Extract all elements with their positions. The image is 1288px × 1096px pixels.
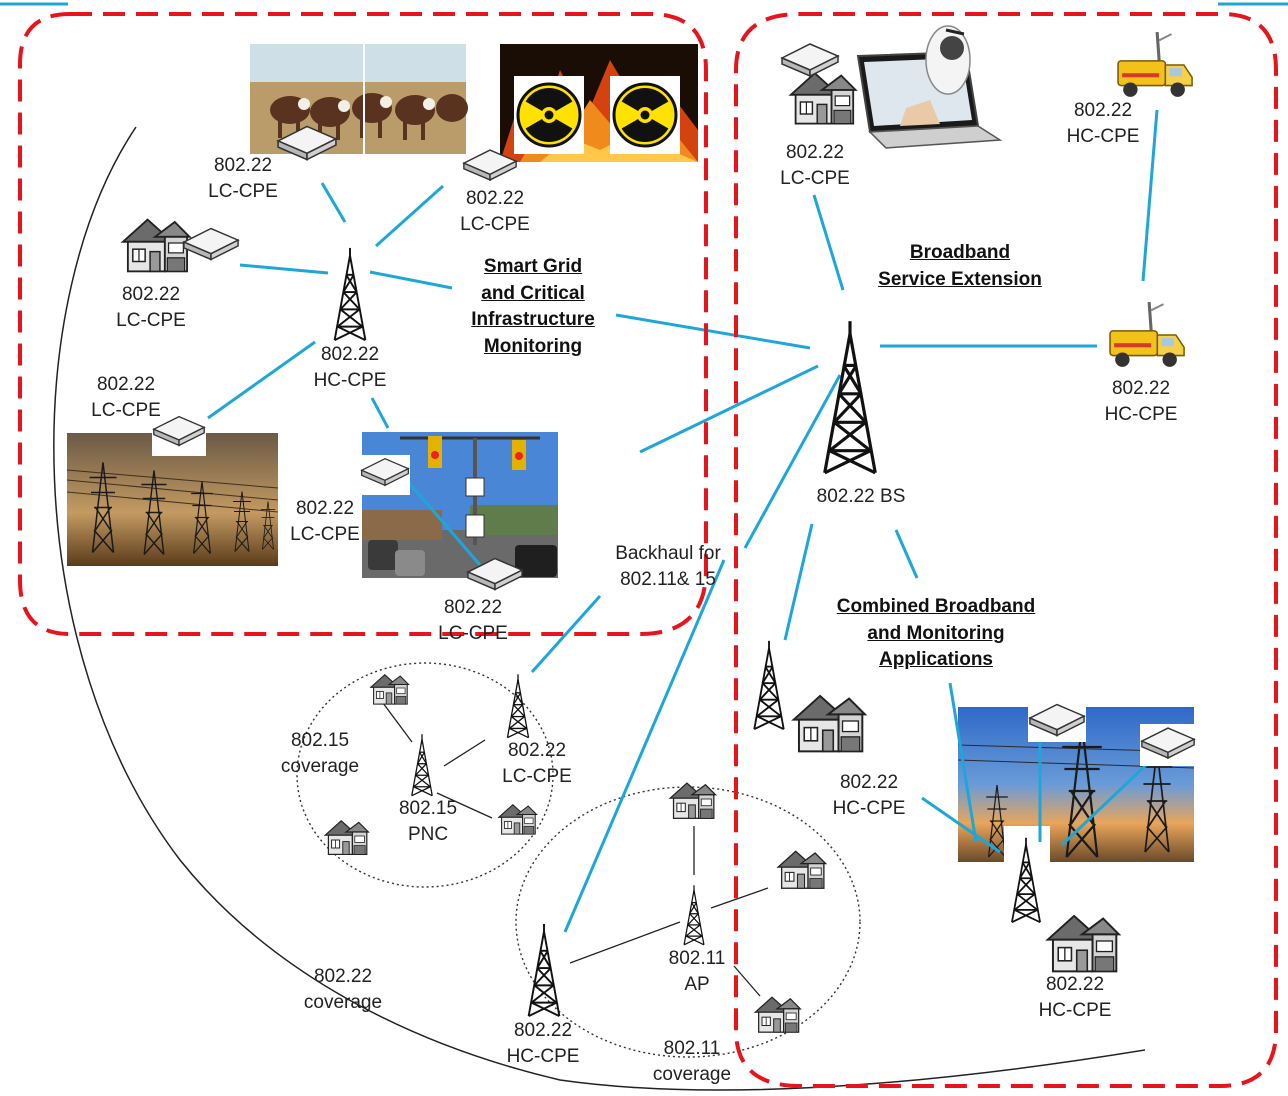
lc-cpe-pnc-label: 802.22 LC-CPE [502,740,572,787]
fire-cpe-label: 802.22 LC-CPE [460,188,530,235]
hc-cpe-tower-icon [753,639,785,731]
bottom-right-hc-cpe-label: 802.22 HC-CPE [1038,974,1112,1021]
cpe-modem-icon [183,227,239,261]
coverage-22-label: 802.22 coverage [303,966,383,1013]
house-cpe-label: 802.22 LC-CPE [116,284,186,331]
cattle-cpe-label: 802.22 LC-CPE [208,155,278,202]
broadband-header: Broadband Service Extension [878,242,1042,290]
house-icon [789,72,857,125]
cattle-photo [250,44,468,154]
hc-cpe-tower-icon [527,922,561,1018]
hc-cpe-tower-icon [333,246,367,342]
traffic-photo [362,432,558,578]
house-icon [792,694,866,753]
house-icon [498,804,538,835]
combined-header: Combined Broadband and Monitoring Applic… [836,596,1036,670]
house-icon [122,218,191,273]
coverage-15-label: 802.15 coverage [280,730,360,777]
truck-icon [1116,30,1194,99]
coverage-15-circle [296,662,554,888]
pnc-tower-icon [410,733,434,797]
house-icon [370,674,410,705]
truck-icon [1108,300,1186,369]
traffic-cpe-bottom-label: 802.22 LC-CPE [438,597,508,644]
lc-cpe-tower-icon [506,673,530,739]
house-icon [669,782,717,819]
base-station-label: 802.22 BS [816,486,906,507]
mid-hc-cpe-label: 802.22 HC-CPE [832,772,906,819]
house-icon [754,996,801,1033]
wireless-links [207,109,1159,933]
hc-cpe-center-label: 802.22 HC-CPE [313,344,387,391]
radiation-icon [610,76,680,154]
coverage-11-label: 802.11 coverage [652,1038,732,1085]
truck-top-label: 802.22 HC-CPE [1066,100,1140,147]
traffic-cpe-left-label: 802.22 LC-CPE [290,498,360,545]
pnc-label: 802.15 PNC [398,798,458,845]
coverage-22-arc [53,126,1146,1091]
smart-grid-header: Smart Grid and Critical Infrastructure M… [471,256,595,357]
house-icon [777,850,827,889]
laptop-cpe-label: 802.22 LC-CPE [780,142,850,189]
laptop-telemedicine-icon [856,25,1003,149]
power-cpe-label: 802.22 LC-CPE [91,374,161,421]
ap-tower-icon [683,884,705,946]
broadband-zone [734,12,1278,1088]
local-links [382,702,769,997]
house-icon [324,820,369,856]
cpe-modem-icon [781,43,839,77]
base-station-tower-icon [823,319,877,475]
smart-grid-zone [18,12,708,636]
radiation-icon [514,76,584,154]
house-icon [1046,914,1120,973]
bottom-hc-cpe-label: 802.22 HC-CPE [506,1020,580,1067]
ap-label: 802.11 AP [668,948,726,995]
backhaul-label: Backhaul for 802.11& 15 [615,543,721,590]
truck-right-label: 802.22 HC-CPE [1104,378,1178,425]
